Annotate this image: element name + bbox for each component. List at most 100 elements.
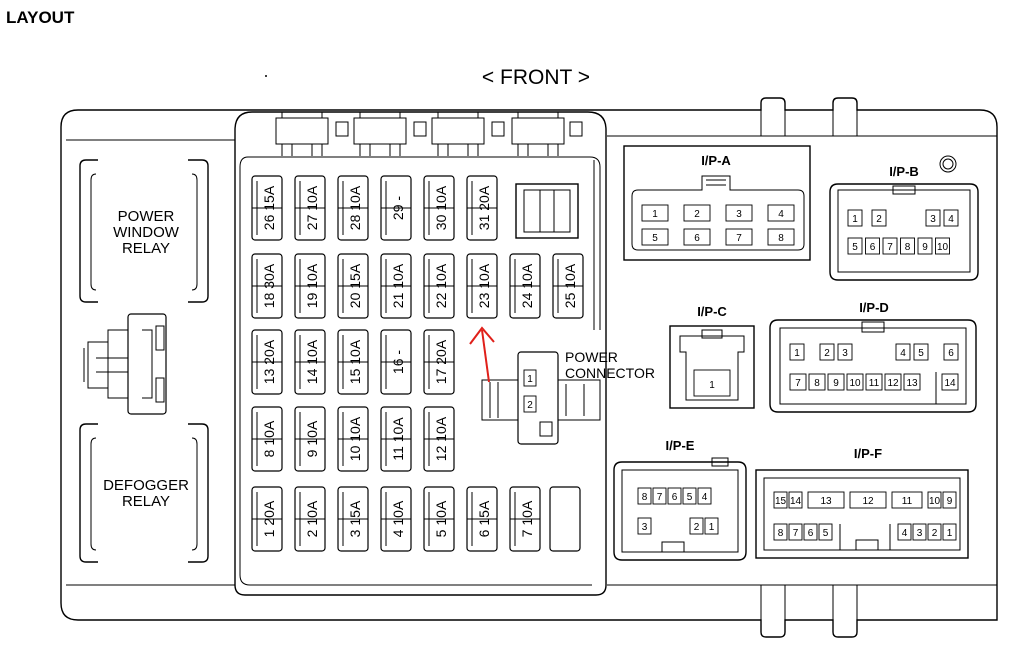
top-terminal-cluster (275, 112, 583, 156)
pin-label: 8 (778, 528, 784, 539)
connector-pin: 14 (788, 491, 803, 509)
connector-pin: 1 (641, 204, 669, 222)
fuse: 28 10A (337, 175, 369, 241)
fuse-number: 31 (476, 214, 492, 230)
pin-label: 7 (795, 378, 801, 389)
connector-pin: 3 (912, 523, 927, 541)
fuse-amperage: 10A (476, 263, 492, 292)
connector-pin: 6 (865, 237, 880, 255)
connector-pin: 2 (689, 517, 704, 535)
fuse-amperage: 10A (261, 420, 277, 449)
fuse-label: 9 10A (304, 420, 320, 457)
fuse: 29 - (380, 175, 412, 241)
fuse: 20 15A (337, 253, 369, 319)
fuse: 27 10A (294, 175, 326, 241)
connector-pin: 7 (788, 523, 803, 541)
connector-pin: 7 (789, 373, 807, 391)
connector-pin: 6 (803, 523, 818, 541)
fuse-label: 19 10A (304, 263, 320, 308)
fuse-amperage: 30A (261, 263, 277, 292)
pin-label: 5 (687, 492, 693, 503)
fuse: 4 10A (380, 486, 412, 552)
fuse: 9 10A (294, 406, 326, 472)
fuse-label: 3 15A (347, 500, 363, 537)
fuse-number: 27 (304, 214, 320, 230)
connector-pin: 5 (913, 343, 929, 361)
pin-label: 8 (814, 378, 820, 389)
pin-label: 1 (709, 380, 715, 391)
pin-label: 1 (794, 348, 800, 359)
pin-label: 4 (702, 492, 708, 503)
pin-label: 7 (887, 242, 893, 253)
pin-label: 2 (824, 348, 830, 359)
fuse: 31 20A (466, 175, 498, 241)
fuse-amperage: 10A (304, 500, 320, 529)
fuse-number: 23 (476, 292, 492, 308)
connector-pin: 12 (884, 373, 902, 391)
pin-label: 10 (849, 378, 861, 389)
fuse-amperage: 10A (347, 339, 363, 368)
pin-label: 3 (842, 348, 848, 359)
pin-label: 11 (902, 496, 913, 507)
connector-label: I/P-B (889, 164, 919, 179)
fuse: 30 10A (423, 175, 455, 241)
fuse: 8 10A (251, 406, 283, 472)
fuse-number: 24 (519, 292, 535, 308)
power-connector-label: POWER (565, 349, 618, 365)
pin-label: 14 (944, 378, 956, 389)
connector-pin: 1 (942, 523, 957, 541)
pin-label: 9 (833, 378, 839, 389)
pin-label: 4 (948, 214, 954, 225)
connector-pin: 6 (667, 487, 682, 505)
connector-pin: 7 (725, 228, 753, 246)
connector-pin: 8 (767, 228, 795, 246)
fuse: 21 10A (380, 253, 412, 319)
connector-pin: 4 (767, 204, 795, 222)
power-pin-label: 1 (527, 374, 533, 385)
fuse-label: 11 10A (390, 417, 406, 461)
fuse: 1 20A (251, 486, 283, 552)
fuse-amperage: - (390, 196, 406, 205)
pin-label: 13 (820, 496, 832, 507)
fuse-label: 4 10A (390, 500, 406, 537)
pin-label: 12 (862, 496, 874, 507)
fuse: 7 10A (509, 486, 541, 552)
fuse: 17 20A (423, 329, 455, 395)
connector-label: I/P-E (666, 438, 695, 453)
fuse-number: 21 (390, 292, 406, 308)
pin-label: 7 (793, 528, 799, 539)
fuse-number: 11 (390, 446, 406, 461)
pin-label: 5 (823, 528, 829, 539)
fuse-amperage: 20A (261, 339, 277, 368)
fuse-amperage: 10A (390, 417, 406, 446)
fuse-amperage: 10A (433, 185, 449, 214)
pin-label: 4 (902, 528, 908, 539)
fuse-label: 13 20A (261, 339, 277, 384)
pin-label: 2 (694, 209, 700, 220)
fuse-label: 5 10A (433, 500, 449, 537)
connector-pin: 13 (903, 373, 921, 391)
fuse-label: 7 10A (519, 500, 535, 537)
connector-pin: 4 (697, 487, 712, 505)
connector-pin: 4 (943, 209, 959, 227)
fuse: 5 10A (423, 486, 455, 552)
fuse-number: 1 (261, 529, 277, 537)
pin-label: 7 (657, 492, 663, 503)
fuse-label: 20 15A (347, 263, 363, 308)
connector-pin: 1 (847, 209, 863, 227)
fuse-number: 5 (433, 529, 449, 537)
relay-label-line: DEFOGGER (103, 477, 189, 494)
fuse-label: 26 15A (261, 185, 277, 230)
fuse-number: 29 (390, 204, 406, 220)
fuse: 2 10A (294, 486, 326, 552)
connector-label: I/P-A (701, 153, 731, 168)
pin-label: 4 (900, 348, 906, 359)
red-arrow (469, 326, 495, 383)
connector-pin: 5 (682, 487, 697, 505)
pin-label: 2 (876, 214, 882, 225)
relay-label-line: RELAY (122, 240, 170, 257)
connector-pin: 8 (637, 487, 652, 505)
fuse-amperage: 10A (433, 263, 449, 292)
